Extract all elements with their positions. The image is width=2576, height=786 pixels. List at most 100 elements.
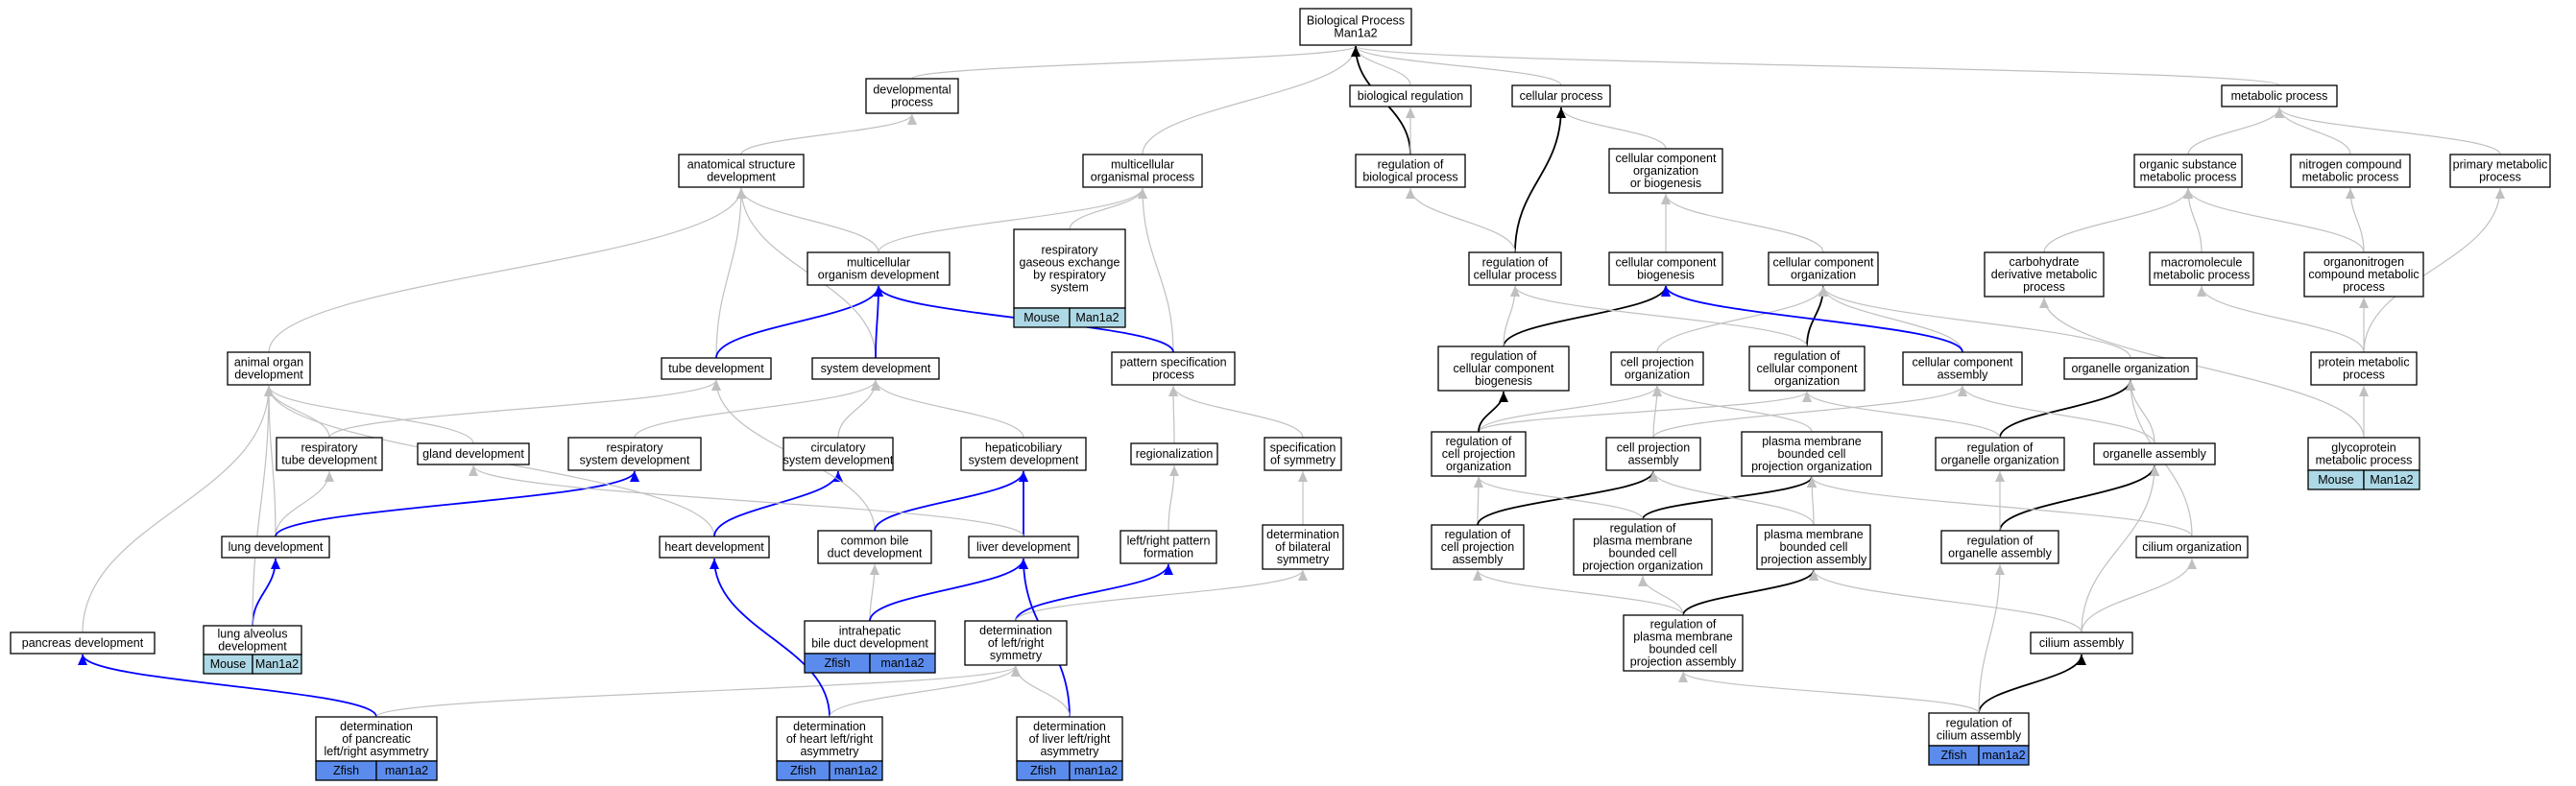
go-term-node[interactable]: pancreas development: [10, 631, 156, 655]
node-box: [1928, 712, 2030, 747]
go-term-node[interactable]: system development: [811, 357, 940, 380]
node-box: [1016, 716, 1123, 762]
node-label: gaseous exchange: [1020, 256, 1120, 270]
edge-lung-to-animorg: [264, 385, 277, 537]
node-box: [315, 716, 438, 762]
edge-tube-to-multidev: [715, 285, 883, 359]
go-term-node[interactable]: cellular process: [1511, 84, 1611, 107]
edge-metab-to-bp: [1351, 45, 2280, 86]
node-label: process: [891, 96, 933, 109]
go-term-node[interactable]: regionalization: [1130, 442, 1218, 465]
node-label: cellular process: [1474, 269, 1557, 282]
go-term-node[interactable]: organelle organization: [2063, 357, 2198, 380]
node-box: [2303, 251, 2424, 298]
edge-regpmbcpa-to-regcpa: [1473, 569, 1684, 616]
go-term-node[interactable]: cilium organization: [2135, 536, 2249, 559]
node-label: of symmetry: [1270, 454, 1336, 467]
go-term-node[interactable]: metabolic process: [2221, 84, 2338, 107]
node-box: [1623, 614, 1744, 672]
go-term-node[interactable]: tube development: [661, 357, 772, 380]
edge-regpmbcpo-to-regcpo: [1474, 476, 1644, 520]
node-label: plasma membrane: [1633, 631, 1733, 644]
node-label: cellular component: [1616, 152, 1717, 165]
go-term-node[interactable]: heart development: [659, 536, 770, 559]
node-box: [1768, 251, 1879, 286]
node-box: [811, 357, 940, 380]
node-label: asymmetry: [1040, 745, 1099, 758]
node-label: system: [1050, 281, 1089, 295]
node-label: multicellular: [1111, 158, 1174, 172]
node-label: system development: [783, 454, 894, 467]
node-box: [2310, 351, 2418, 386]
go-term-node[interactable]: organelle assembly: [2093, 442, 2216, 465]
node-label: assembly: [1628, 454, 1680, 467]
node-label: regulation of: [1946, 717, 2012, 730]
go-term-node[interactable]: lung development: [221, 536, 330, 559]
node-label: of liver left/right: [1029, 732, 1111, 746]
node-label: specification: [1270, 441, 1336, 455]
edge-resptube-to-tube: [328, 379, 721, 439]
node-box: [1608, 148, 1723, 194]
node-label: organization: [1633, 164, 1698, 178]
edge-regcell-to-cellp: [1514, 107, 1566, 253]
node-box: [1082, 154, 1203, 188]
edge-respgas-to-multiorg: [1069, 187, 1147, 230]
go-term-node[interactable]: biological regulation: [1349, 84, 1472, 107]
go-term-node[interactable]: cilium assembly: [2030, 631, 2133, 655]
go-term-node[interactable]: gland development: [417, 442, 530, 465]
edge-pmbcpo-to-cellproj: [1652, 385, 1813, 433]
node-label: cellular component: [1913, 356, 2013, 369]
node-box: [1130, 442, 1218, 465]
go-term-node[interactable]: liver development: [968, 536, 1079, 559]
